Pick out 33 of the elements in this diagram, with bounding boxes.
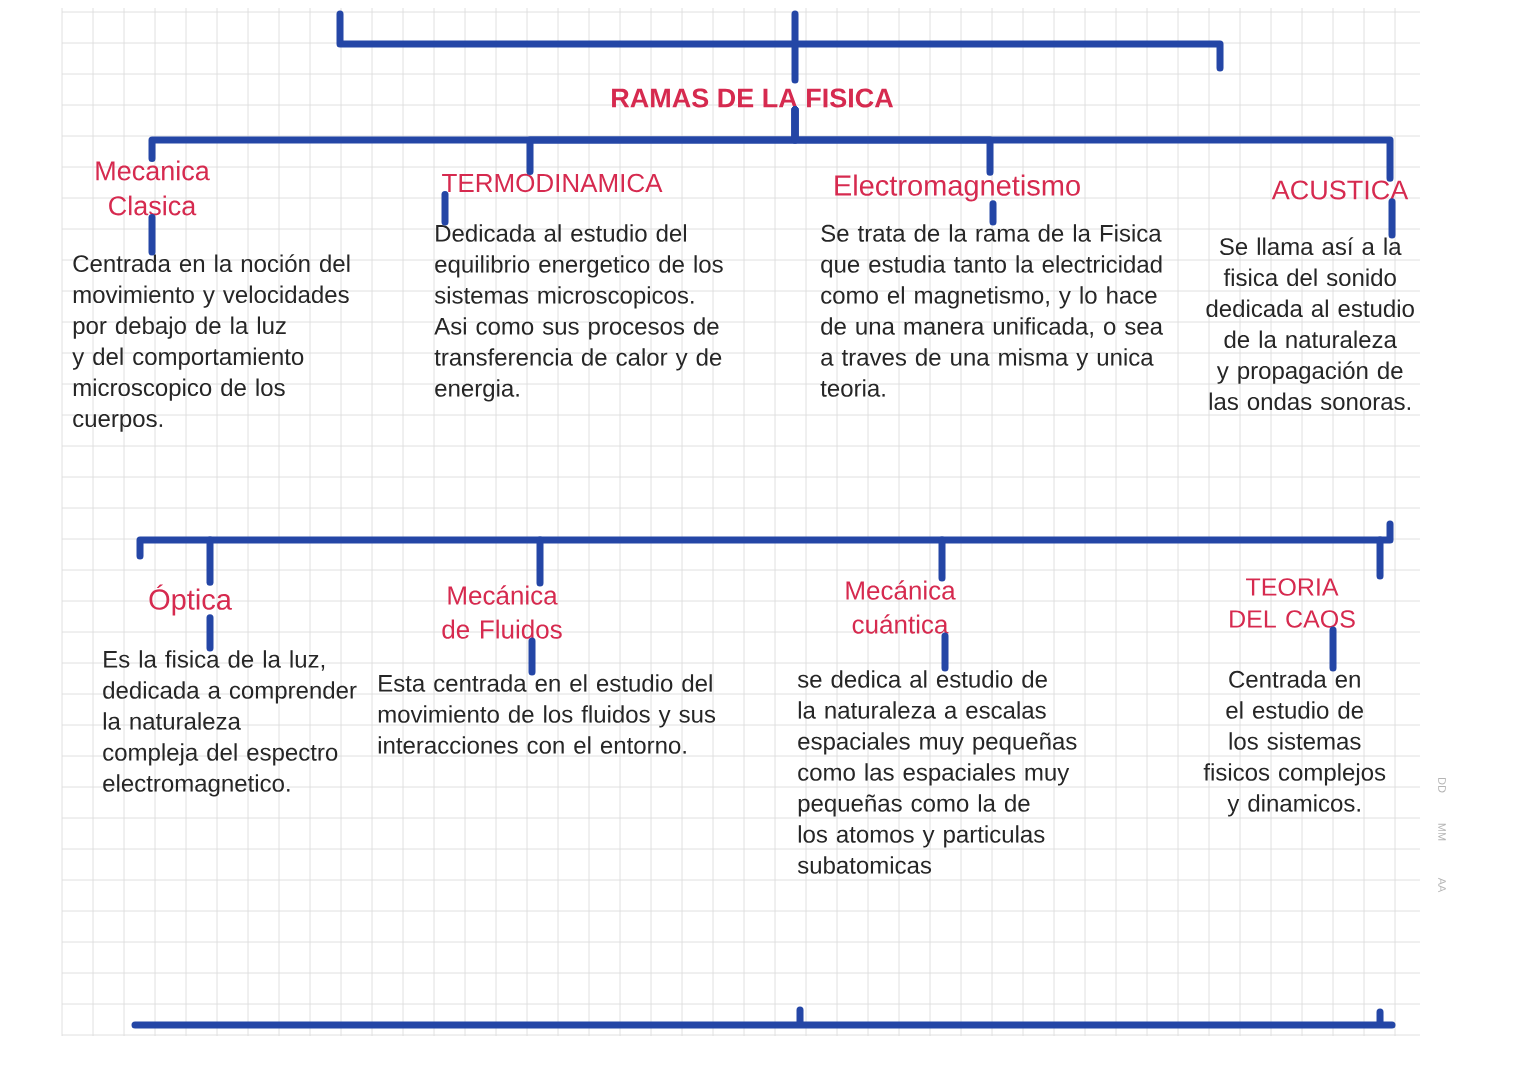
- branch-heading: Electromagnetismo: [835, 174, 1080, 202]
- connector-line: [938, 536, 946, 582]
- description-text: se dedica al estudio de la naturaleza a escalas espaciales muy pequeñas como las espaciales muy pequeñas como la de los atomos y particulas subatomicas: [797, 670, 1077, 874]
- description-text: Se llama así a la fisica del sonido dedicada al estudio de la naturaleza y propagación de las ondas sonoras.: [1206, 237, 1414, 411]
- connector-line: [528, 637, 536, 676]
- connector-line: [536, 536, 544, 587]
- title: RAMAS DE LA FISICA: [612, 88, 894, 108]
- date-label: MM: [1438, 823, 1446, 841]
- description-text: Centrada en la noción del movimiento y velocidades por debajo de la luz y del comportamiento microscopico de los cuerpos.: [72, 254, 350, 432]
- description-text: Es la fisica de la luz, dedicada a comprender la naturaleza compleja del espectro electromagnetico.: [103, 650, 357, 797]
- branch-heading: TEORIA DEL CAOS: [1230, 578, 1355, 628]
- description-text: Centrada en el estudio de los sistemas fisicos complejos y dinamicos.: [1203, 670, 1386, 817]
- branch-heading: ACUSTICA: [1271, 180, 1409, 200]
- connector-line: [1376, 536, 1384, 580]
- connector-line: [1329, 626, 1337, 672]
- date-label: DD: [1438, 778, 1446, 793]
- connector-line: [206, 536, 214, 586]
- connector-line: [206, 614, 214, 652]
- connector-line: [148, 214, 156, 256]
- description-text: Esta centrada en el estudio del movimiento de los fluidos y sus interacciones con el entorno.: [378, 674, 716, 754]
- connector-line: [941, 632, 949, 672]
- description-text: Se trata de la rama de la Fisica que estudia tanto la electricidad como el magnetismo, y lo hace de una manera unificada, o sea a traves de una misma y unica teoria.: [820, 224, 1164, 397]
- branch-heading: Óptica: [149, 584, 232, 616]
- connector-line: [989, 200, 997, 226]
- branch-heading: Mecanica Clasica: [96, 160, 210, 216]
- connector-line: [441, 190, 449, 226]
- date-label: AA: [1438, 877, 1446, 893]
- branch-heading: Mecánica de Fluidos: [442, 585, 562, 639]
- connector-line: [791, 106, 1394, 182]
- branch-heading: Mecánica cuántica: [846, 580, 956, 634]
- connector-line: [1388, 198, 1396, 239]
- branch-heading: TERMODINAMICA: [442, 173, 663, 193]
- description-text: Dedicada al estudio del equilibrio energetico de los sistemas microscopicos. Asi como sus procesos de transferencia de calor y de energia.: [434, 224, 723, 402]
